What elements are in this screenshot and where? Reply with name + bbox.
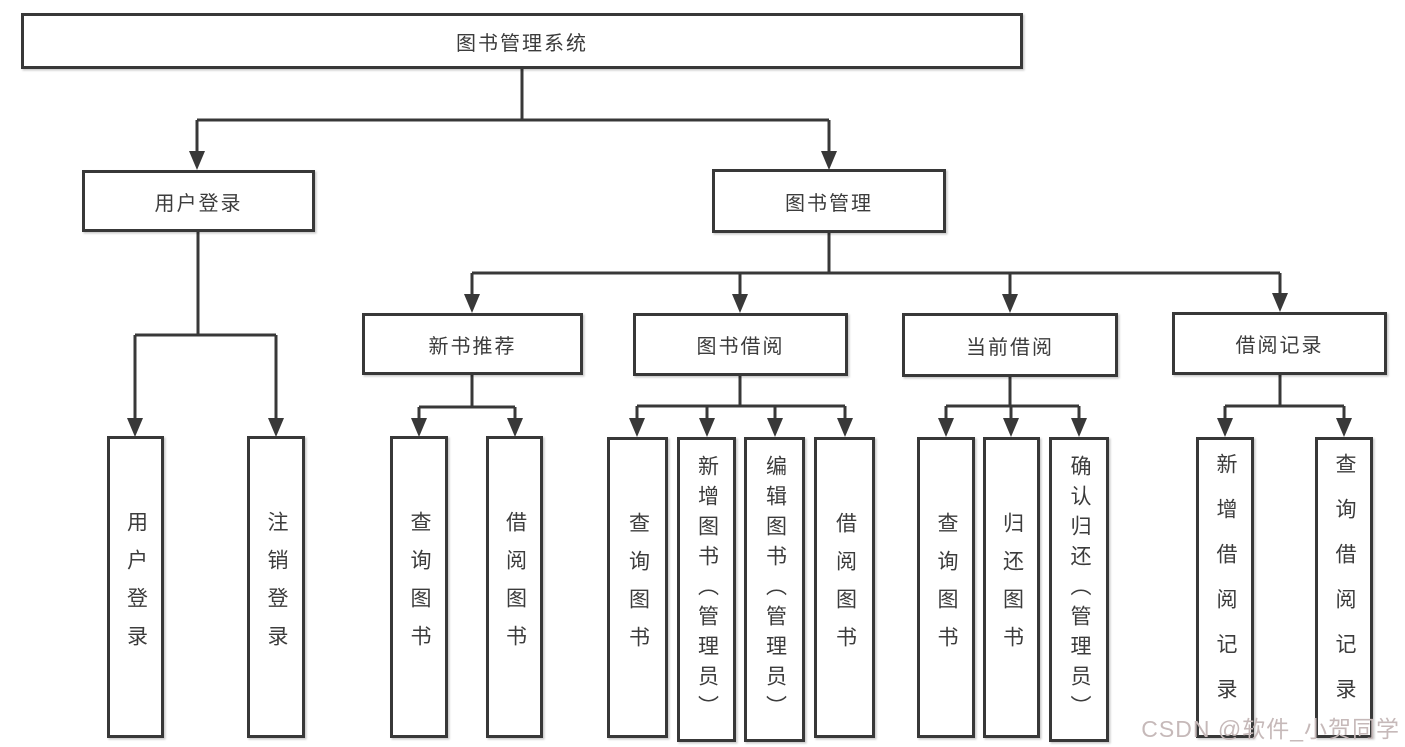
leaf-query-borrow-record: 查询借阅记录 — [1315, 437, 1373, 738]
node-book-management-label: 图书管理 — [785, 192, 873, 215]
leaf-add-borrow-record-label: 新增借阅记录 — [1214, 452, 1237, 723]
node-current-borrow: 当前借阅 — [902, 313, 1118, 377]
leaf-edit-book-admin: 编辑图书（管理员） — [744, 437, 805, 742]
arrow-icon — [837, 418, 853, 437]
leaf-edit-book-admin-label: 编辑图书（管理员） — [763, 454, 787, 725]
arrow-icon — [189, 151, 205, 170]
node-book-borrow: 图书借阅 — [633, 313, 848, 376]
connector-current-borrow-to-children — [944, 377, 1081, 421]
arrow-icon — [268, 418, 284, 437]
node-user-login-label: 用户登录 — [154, 192, 243, 215]
arrow-icon — [767, 418, 783, 437]
leaf-add-borrow-record: 新增借阅记录 — [1196, 437, 1254, 738]
node-book-borrow-label: 图书借阅 — [696, 336, 785, 358]
connector-book-mgmt-to-level3 — [470, 233, 1282, 297]
connector-book-borrow-to-children — [635, 376, 847, 421]
leaf-borrow-query: 查询图书 — [607, 437, 668, 738]
leaf-borrow-book: 借阅图书 — [814, 437, 875, 738]
csdn-watermark: CSDN @软件_小贺同学 — [1141, 716, 1400, 742]
node-borrow-records: 借阅记录 — [1172, 312, 1387, 375]
leaf-logout-label: 注销登录 — [265, 511, 288, 663]
leaf-newbook-borrow-label: 借阅图书 — [503, 511, 527, 663]
node-book-management: 图书管理 — [712, 169, 946, 233]
connector-user-login-to-children — [133, 232, 278, 421]
node-new-book-recommend: 新书推荐 — [362, 313, 583, 375]
connector-root-to-level2 — [195, 69, 831, 154]
leaf-newbook-query: 查询图书 — [390, 436, 448, 738]
leaf-current-query: 查询图书 — [917, 437, 975, 738]
node-current-borrow-label: 当前借阅 — [966, 336, 1054, 359]
leaf-add-book-admin-label: 新增图书（管理员） — [695, 454, 719, 725]
arrow-icon — [699, 418, 715, 437]
node-user-login: 用户登录 — [82, 170, 315, 232]
leaf-borrow-query-label: 查询图书 — [626, 511, 650, 664]
arrow-icon — [1336, 418, 1352, 437]
arrow-icon — [1071, 418, 1087, 437]
leaf-add-book-admin: 新增图书（管理员） — [677, 437, 736, 742]
leaf-borrow-book-label: 借阅图书 — [833, 511, 857, 664]
node-root-label: 图书管理系统 — [456, 32, 588, 55]
node-borrow-records-label: 借阅记录 — [1235, 335, 1324, 357]
arrow-icon — [507, 418, 523, 437]
leaf-logout: 注销登录 — [247, 436, 305, 738]
leaf-return-book: 归还图书 — [983, 437, 1040, 738]
arrow-icon — [1217, 418, 1233, 437]
leaf-newbook-query-label: 查询图书 — [408, 511, 431, 663]
leaf-user-login: 用户登录 — [107, 436, 164, 738]
leaf-newbook-borrow: 借阅图书 — [486, 436, 543, 738]
leaf-user-login-label: 用户登录 — [124, 511, 148, 663]
leaf-return-book-label: 归还图书 — [1000, 511, 1024, 664]
leaf-current-query-label: 查询图书 — [935, 511, 958, 664]
arrow-icon — [1272, 293, 1288, 312]
arrow-icon — [732, 294, 748, 313]
node-new-book-recommend-label: 新书推荐 — [428, 335, 517, 358]
connector-borrow-records-to-children — [1223, 375, 1346, 421]
leaf-confirm-return-admin: 确认归还（管理员） — [1049, 437, 1109, 742]
arrow-icon — [821, 151, 837, 170]
arrow-icon — [938, 418, 954, 437]
arrow-icon — [411, 418, 427, 437]
arrow-icon — [464, 294, 480, 313]
connector-new-book-to-children — [417, 375, 517, 421]
arrow-icon — [1003, 418, 1019, 437]
arrow-icon — [629, 418, 645, 437]
arrow-icon — [127, 418, 143, 437]
arrowheads — [127, 151, 1352, 437]
leaf-query-borrow-record-label: 查询借阅记录 — [1333, 452, 1356, 723]
node-root: 图书管理系统 — [21, 13, 1023, 69]
leaf-confirm-return-admin-label: 确认归还（管理员） — [1068, 454, 1091, 725]
arrow-icon — [1002, 294, 1018, 313]
